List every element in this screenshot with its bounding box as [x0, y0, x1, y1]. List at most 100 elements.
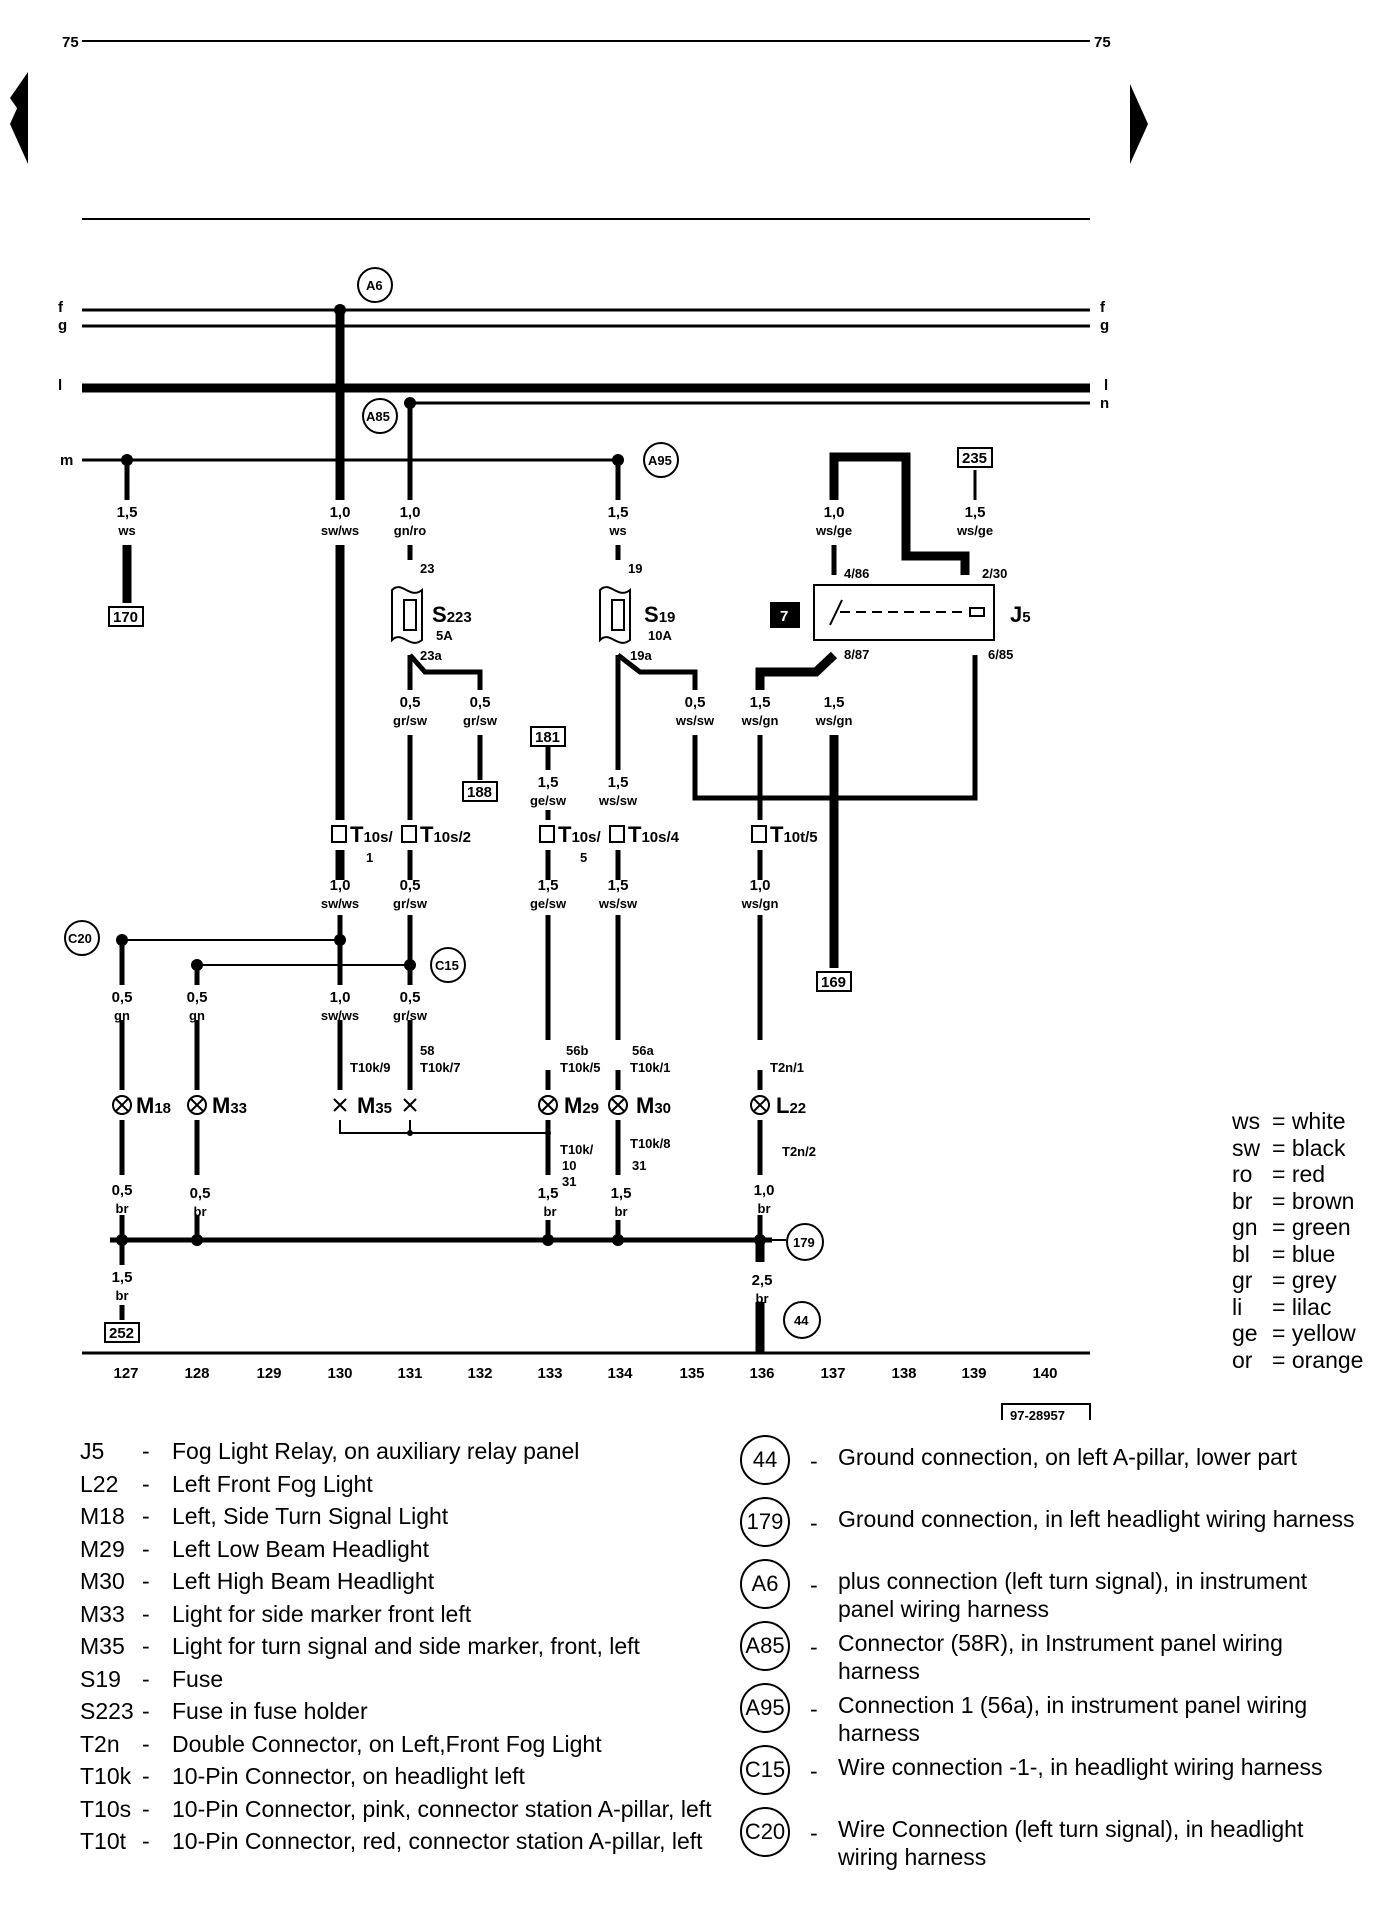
- color-abbr: li: [1232, 1293, 1243, 1320]
- legend-dash: -: [142, 1568, 150, 1594]
- wire-label: 1,5: [538, 774, 559, 791]
- wire-label: br: [758, 1201, 771, 1216]
- wire-label: gn: [114, 1008, 130, 1023]
- wire-label: 1,5: [538, 1185, 559, 1202]
- wire-887: [755, 651, 838, 690]
- legend-desc: 10-Pin Connector, pink, connector statio…: [172, 1795, 712, 1822]
- relay-j5: [813, 584, 995, 641]
- rail-label-g-left: g: [58, 317, 67, 334]
- prev-page-arrow[interactable]: [10, 84, 28, 164]
- pin-label: 23a: [420, 648, 442, 663]
- color-abbr: ro: [1232, 1161, 1253, 1187]
- legend-item: S19-Fuse: [80, 1663, 732, 1696]
- wire-label: ws/sw: [598, 896, 638, 911]
- color-name: = red: [1272, 1161, 1326, 1187]
- next-page-arrow[interactable]: [1130, 84, 1148, 164]
- page-number-left: 75: [62, 34, 79, 51]
- marker-179: [786, 1223, 824, 1261]
- legend-code: T2n: [80, 1730, 120, 1757]
- legend-item: T10k-10-Pin Connector, on headlight left: [80, 1760, 732, 1793]
- wire-s19-out: [616, 653, 698, 690]
- pin-label: T10k/8: [630, 1136, 670, 1151]
- lamp-m18: [112, 1095, 132, 1115]
- legend-dash: -: [810, 1448, 818, 1474]
- color-name: = grey: [1272, 1267, 1337, 1293]
- marker-a6: [357, 267, 393, 303]
- color-legend-row: ws = white: [1232, 1108, 1363, 1135]
- color-abbr: ws: [1232, 1108, 1261, 1134]
- color-abbr: bl: [1232, 1240, 1250, 1267]
- legend-desc: Light for side marker front left: [172, 1600, 472, 1627]
- pin-label: 19: [628, 561, 642, 576]
- color-legend: ws= white sw= black ro= red br= brown gn…: [1232, 1108, 1363, 1373]
- wire-label: 0,5: [400, 694, 421, 711]
- rail-label-m-left: m: [60, 452, 73, 469]
- pin-label: 56a: [632, 1043, 654, 1058]
- legend-circle: A6: [740, 1559, 790, 1609]
- wire-label: 1,5: [608, 504, 629, 521]
- column-number: 138: [891, 1365, 916, 1382]
- legend-dash: -: [142, 1535, 150, 1562]
- wire-label: 0,5: [112, 989, 133, 1006]
- box-252-label: 252: [109, 1325, 134, 1342]
- splice-dot: [116, 1234, 128, 1246]
- connector-t10s5-pin: 5: [580, 850, 587, 865]
- column-number: 135: [679, 1365, 704, 1382]
- wire-label: br: [544, 1204, 557, 1219]
- pin-label: 6/85: [988, 647, 1013, 662]
- column-number: 140: [1032, 1365, 1057, 1382]
- legend-code: M33: [80, 1600, 125, 1627]
- pin-label: 19a: [630, 648, 652, 663]
- legend-code: T10k: [80, 1763, 132, 1789]
- color-name: = black: [1272, 1134, 1346, 1161]
- legend-desc: Left Low Beam Headlight: [172, 1535, 429, 1562]
- pin-label: 4/86: [844, 566, 869, 581]
- circle-44-label: 44: [794, 1313, 809, 1328]
- wire-label: 1,0: [330, 989, 351, 1006]
- page-number-right: 75: [1094, 34, 1111, 51]
- legend-item: J5-Fog Light Relay, on auxiliary relay p…: [80, 1435, 732, 1468]
- ref-box-169: [816, 971, 852, 992]
- column-number: 128: [184, 1365, 209, 1382]
- legend-dash: -: [142, 1828, 150, 1854]
- legend-circle: 179: [740, 1497, 790, 1547]
- legend-dash: -: [810, 1696, 818, 1722]
- wire-label: 0,5: [190, 1185, 211, 1202]
- legend-dash: -: [142, 1795, 150, 1822]
- wire-label: gn: [189, 1008, 205, 1023]
- legend-code: M30: [80, 1568, 125, 1594]
- fuse-s223: [391, 586, 423, 644]
- box-188-label: 188: [467, 784, 492, 801]
- color-name: = blue: [1272, 1240, 1336, 1267]
- legend-dash: -: [810, 1510, 818, 1536]
- wire-label: ws/gn: [741, 896, 779, 911]
- pin-label: T10k/5: [560, 1060, 600, 1075]
- connector-t10s1-pin: 1: [366, 850, 373, 865]
- color-name: = white: [1272, 1108, 1346, 1134]
- legend-code: L22: [80, 1470, 119, 1497]
- pin-label: 58: [420, 1043, 434, 1058]
- color-abbr: or: [1232, 1346, 1253, 1373]
- wire-label: ws: [608, 523, 626, 538]
- wire-label: br: [756, 1291, 769, 1306]
- box-170-label: 170: [113, 609, 138, 626]
- connector-t10t5-icon: [751, 825, 767, 843]
- splice-dot: [191, 1234, 203, 1246]
- legend-desc: plus connection (left turn signal), in i…: [838, 1568, 1308, 1622]
- color-name: = green: [1272, 1214, 1351, 1240]
- legend-code: M18: [80, 1503, 125, 1529]
- lamp-l22-label: L22: [776, 1093, 806, 1118]
- color-abbr: ge: [1232, 1320, 1258, 1346]
- ref-code-box: [1001, 1403, 1091, 1420]
- wire-label: 0,5: [400, 877, 421, 894]
- color-legend-row: br= brown: [1232, 1188, 1363, 1215]
- wire-label: 0,5: [112, 1182, 133, 1199]
- legend-dash: -: [810, 1758, 818, 1784]
- ref-box-181: [530, 726, 566, 747]
- color-legend-row: sw= black: [1232, 1135, 1363, 1162]
- rail-label-g-right: g: [1100, 317, 1109, 334]
- legend-desc: 10-Pin Connector, red, connector station…: [172, 1828, 703, 1854]
- wire-label: 1,5: [608, 774, 629, 791]
- legend-desc: 10-Pin Connector, on headlight left: [172, 1763, 525, 1789]
- pin-label: 31: [562, 1174, 576, 1189]
